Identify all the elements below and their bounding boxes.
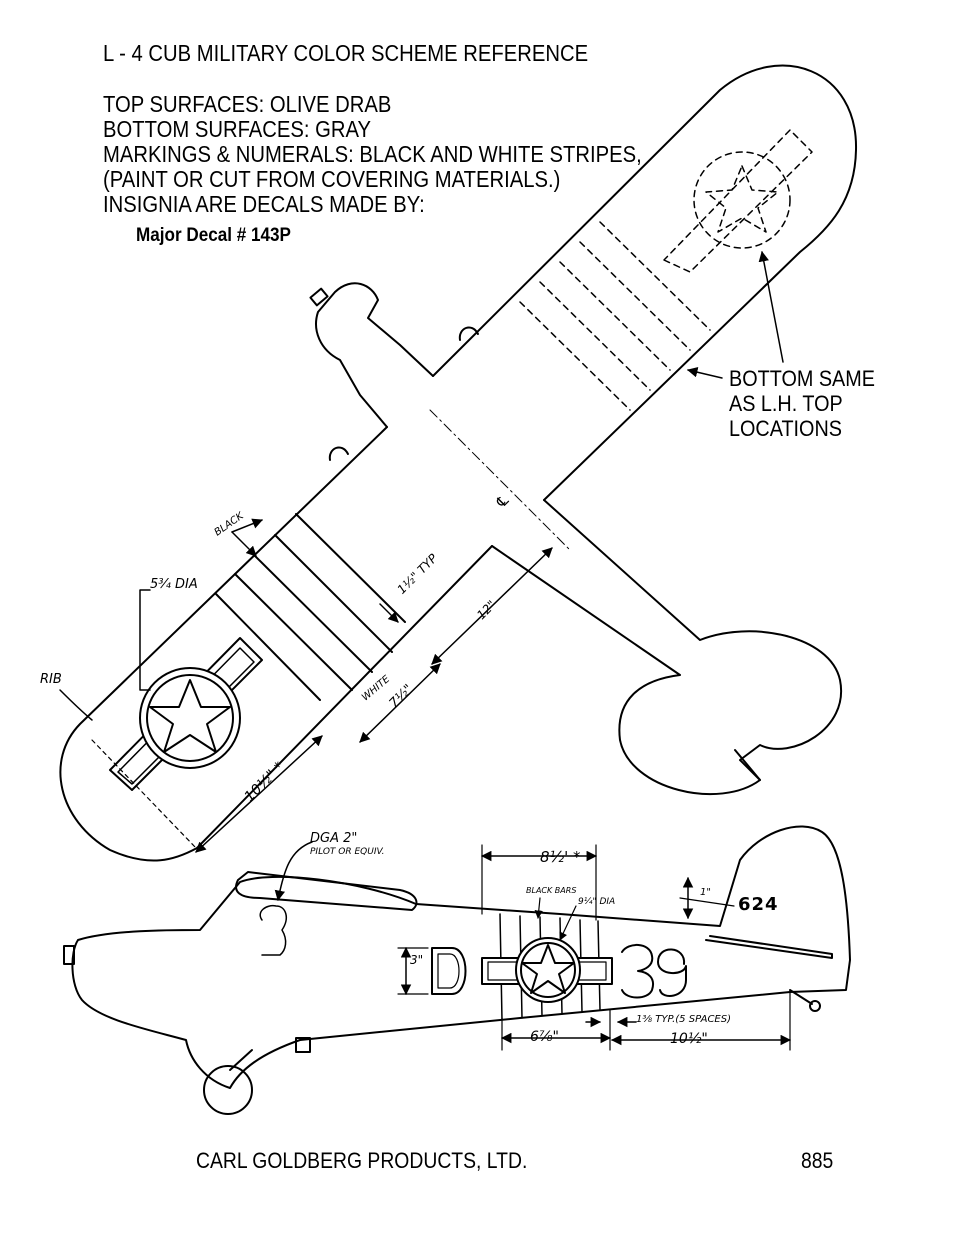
dim-12 <box>431 548 553 664</box>
step <box>296 1038 310 1052</box>
dia-leader <box>140 590 150 690</box>
black-bars-leader <box>534 898 543 919</box>
wing-fitting-right <box>460 327 478 340</box>
dim-1-ext <box>680 898 734 906</box>
spec-top-surfaces: TOP SURFACES: OLIVE DRAB <box>103 91 392 117</box>
propeller-hub <box>64 946 74 964</box>
dim-typ <box>380 604 398 622</box>
tail-wheel-strut <box>790 990 812 1004</box>
black-leader-1 <box>232 532 256 556</box>
dia-leader-side <box>560 906 576 941</box>
right-wing-outline <box>433 66 856 500</box>
page-title: L - 4 CUB MILITARY COLOR SCHEME REFERENC… <box>103 40 589 66</box>
label-rib: RIB <box>40 672 62 687</box>
pilot-figure <box>260 906 286 955</box>
dim-10-half <box>195 736 323 852</box>
black-leader-2 <box>232 518 263 532</box>
label-dia-9-quarter: 9¼" DIA <box>578 897 616 907</box>
callout-line-3: LOCATIONS <box>729 416 842 441</box>
centerline <box>430 410 570 550</box>
footer-company: CARL GOLDBERG PRODUCTS, LTD. <box>196 1148 528 1173</box>
callout-line-2: AS L.H. TOP <box>729 391 843 416</box>
side-letter-d <box>432 948 466 994</box>
spec-markings-note: (PAINT OR CUT FROM COVERING MATERIALS.) <box>103 166 561 192</box>
tail-wheel <box>810 1001 820 1011</box>
side-view <box>64 827 850 1114</box>
side-number-39 <box>622 945 686 998</box>
left-wing-outline <box>60 427 492 861</box>
rear-fuselage-outline <box>492 500 841 794</box>
callout-leader-stripes <box>686 367 722 378</box>
wheel <box>204 1066 252 1114</box>
left-wing-insignia <box>110 638 262 790</box>
label-1-inch: 1" <box>700 887 711 898</box>
plan-view <box>60 66 856 861</box>
callout-line-1: BOTTOM SAME <box>729 366 875 391</box>
fuselage-outline <box>316 283 433 427</box>
wing-fitting-left <box>330 447 348 460</box>
spec-insignia: INSIGNIA ARE DECALS MADE BY: <box>103 191 425 217</box>
left-wing-stripes <box>216 514 405 700</box>
label-black-bars: BLACK BARS <box>526 886 577 895</box>
nose-bump <box>310 289 327 306</box>
pilot-leader <box>274 842 312 902</box>
right-wing-stripes <box>520 222 710 410</box>
spec-bottom-surfaces: BOTTOM SURFACES: GRAY <box>103 116 372 142</box>
label-3-inch: 3" <box>410 953 424 967</box>
callout-leader-insignia <box>758 250 783 362</box>
tail-number: 624 <box>738 894 779 915</box>
wing-side-profile <box>236 872 416 910</box>
side-insignia <box>482 938 612 1002</box>
dim-7-half <box>359 664 441 742</box>
decal-source: Major Decal # 143P <box>136 225 291 246</box>
spec-markings: MARKINGS & NUMERALS: BLACK AND WHITE STR… <box>103 141 642 167</box>
right-wing-insignia-dashed <box>664 130 812 272</box>
label-pilot-2: PILOT OR EQUIV. <box>310 847 385 857</box>
fuselage-side-outline <box>72 827 850 1088</box>
horizontal-stabilizer <box>706 936 832 958</box>
tail-skid <box>735 750 760 780</box>
rib-leader <box>60 690 92 720</box>
rib-line <box>92 740 196 848</box>
footer-page-number: 885 <box>801 1148 834 1173</box>
label-1-38: 1⅜ TYP.(5 SPACES) <box>636 1014 731 1025</box>
label-roundel-diameter: 5¾ DIA <box>150 577 198 592</box>
